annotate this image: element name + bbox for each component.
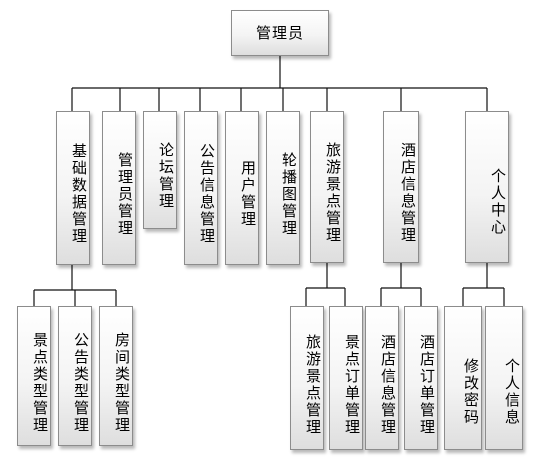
- module-user-management: 用户管理: [225, 111, 259, 265]
- module-hotel-info-management: 酒店信息管理: [383, 111, 419, 263]
- module-label: 旅游景点管理: [324, 142, 342, 244]
- module-label: 轮播图管理: [280, 151, 298, 237]
- module-carousel-management: 轮播图管理: [266, 111, 300, 265]
- submodule-label: 修改密码: [462, 358, 480, 426]
- module-label: 论坛管理: [157, 142, 175, 210]
- module-label: 个人中心: [489, 168, 507, 236]
- module-label: 基础数据管理: [70, 143, 88, 245]
- module-personal-center: 个人中心: [465, 111, 509, 263]
- submodule-label: 房间类型管理: [113, 332, 131, 434]
- module-notice-management: 公告信息管理: [184, 111, 218, 265]
- root-node-admin: 管理员: [231, 10, 329, 56]
- submodule-scenic-order-management: 景点订单管理: [329, 306, 363, 450]
- root-node-label: 管理员: [255, 23, 304, 42]
- submodule-label: 酒店订单管理: [418, 334, 436, 436]
- submodule-hotel-info-management: 酒店信息管理: [365, 306, 399, 450]
- module-label: 酒店信息管理: [399, 142, 417, 244]
- submodule-label: 个人信息: [503, 358, 521, 426]
- submodule-change-password: 修改密码: [444, 306, 482, 450]
- module-label: 管理员管理: [116, 151, 134, 237]
- module-basic-data: 基础数据管理: [56, 111, 90, 265]
- submodule-label: 旅游景点管理: [304, 334, 322, 436]
- module-forum-management: 论坛管理: [143, 111, 177, 229]
- submodule-label: 景点类型管理: [31, 332, 49, 434]
- module-admin-management: 管理员管理: [102, 111, 136, 265]
- submodule-hotel-order-management: 酒店订单管理: [404, 306, 438, 450]
- module-label: 用户管理: [239, 160, 257, 228]
- module-scenic-spot-management: 旅游景点管理: [310, 111, 344, 263]
- submodule-label: 公告类型管理: [72, 332, 90, 434]
- submodule-label: 酒店信息管理: [379, 334, 397, 436]
- submodule-scenic-spot-management: 旅游景点管理: [290, 306, 324, 450]
- module-label: 公告信息管理: [198, 143, 216, 245]
- submodule-personal-info: 个人信息: [485, 306, 523, 450]
- submodule-label: 景点订单管理: [343, 334, 361, 436]
- submodule-scenic-type-management: 景点类型管理: [17, 306, 51, 446]
- submodule-notice-type-management: 公告类型管理: [58, 306, 92, 446]
- submodule-room-type-management: 房间类型管理: [99, 306, 133, 446]
